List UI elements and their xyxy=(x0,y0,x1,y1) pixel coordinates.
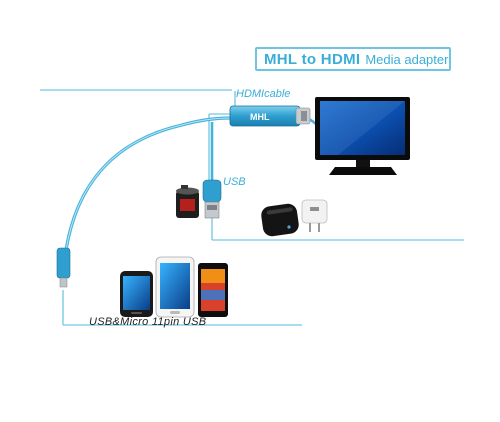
title-box: MHL to HDMI Media adapter xyxy=(255,47,451,71)
usb-micro-label: USB&Micro 11pin USB xyxy=(89,316,207,328)
power-bank-icon xyxy=(261,203,299,237)
usb-plug-icon xyxy=(202,179,222,219)
wall-charger-icon xyxy=(301,199,328,232)
tv-icon xyxy=(315,97,410,175)
micro-usb-connector xyxy=(56,247,71,288)
usb-label: USB xyxy=(223,176,246,188)
adapter-label: MHL xyxy=(250,112,270,122)
smartphone-icon xyxy=(198,263,228,317)
hdmi-cable-label: HDMIcable xyxy=(236,88,291,100)
outline-lines xyxy=(40,89,464,326)
title-main: MHL to HDMI xyxy=(264,50,361,68)
title-sub: Media adapter xyxy=(365,51,449,67)
battery-icon xyxy=(176,185,199,218)
smartphone-icon xyxy=(120,271,153,317)
mhl-adapter: MHL xyxy=(229,105,311,127)
tablet-icon xyxy=(155,256,195,318)
